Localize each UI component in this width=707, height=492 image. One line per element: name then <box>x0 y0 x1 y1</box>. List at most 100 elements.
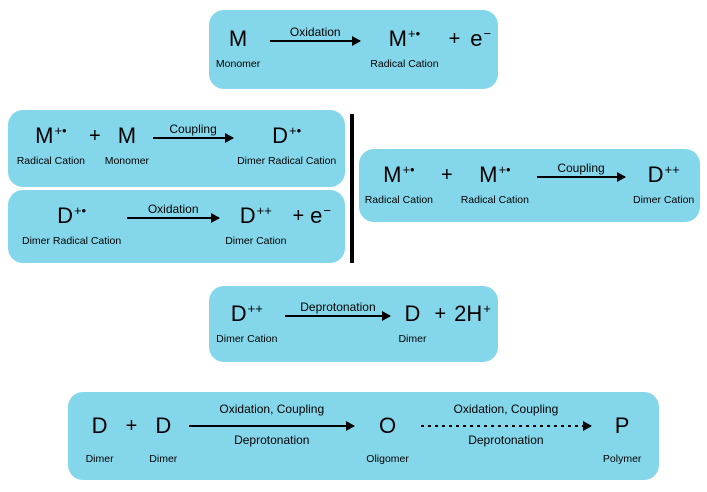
formula-base: e <box>310 203 323 228</box>
plus-sign: + <box>441 164 453 186</box>
species-label: Monomer <box>104 155 150 167</box>
species-label: Radical Cation <box>460 194 529 206</box>
arrow-label-bottom: Deprotonation <box>468 433 544 447</box>
formula-base: e <box>470 26 483 51</box>
species-formula: D <box>92 402 108 450</box>
formula-base: D <box>404 301 421 326</box>
species-formula: D <box>155 402 171 450</box>
formula-superscript: +• <box>54 123 67 138</box>
arrow-line <box>153 133 235 143</box>
species-formula: M+• <box>35 120 66 152</box>
species-term: D Dimer <box>149 402 177 465</box>
box-monomer-oxidation: M Monomer Oxidation M+• Radical Cation +… <box>209 10 498 89</box>
arrow-label-top: Oxidation, Coupling <box>453 402 559 416</box>
arrow-label: Oxidation <box>289 25 341 39</box>
plus-term: + <box>292 200 304 232</box>
arrow-label: Deprotonation <box>300 300 376 314</box>
species-term: M Monomer <box>216 23 260 70</box>
species-term: M Monomer <box>105 120 149 167</box>
plus-sign: + <box>125 415 138 437</box>
box-dimer-deprotonation: D++ Dimer Cation Deprotonation D Dimer +… <box>209 286 498 362</box>
species-term: P Polymer <box>603 402 642 465</box>
species-formula: D++ <box>648 159 680 191</box>
species-formula: M <box>118 120 136 152</box>
equation-row: D++ Dimer Cation Deprotonation D Dimer +… <box>216 298 491 362</box>
formula-superscript: +• <box>73 203 87 218</box>
formula-base: D <box>239 203 256 228</box>
species-label: Dimer Cation <box>633 194 695 206</box>
species-formula: M+• <box>383 159 414 191</box>
species-term: D Dimer <box>398 298 426 345</box>
reaction-arrow: Oxidation <box>270 23 362 46</box>
plus-sign: + <box>434 303 447 325</box>
plus-term: + <box>434 298 446 330</box>
formula-base: M <box>35 123 54 148</box>
box-radical-radical-coupling: M+• Radical Cation + M+• Radical Cation … <box>359 149 700 222</box>
formula-superscript: ++ <box>256 203 272 218</box>
formula-base: D <box>230 301 247 326</box>
box-oligomer-polymer: D Dimer + D Dimer Oxidation, Coupling De… <box>68 392 659 480</box>
reaction-arrow: Oxidation <box>127 200 221 223</box>
species-label: Dimer Radical Cation <box>21 235 122 247</box>
formula-base: M <box>117 123 137 148</box>
species-label: Dimer <box>149 453 178 465</box>
arrow-line <box>189 421 356 431</box>
species-term: M+• Radical Cation <box>370 23 438 70</box>
species-label: Dimer <box>398 333 427 345</box>
species-formula: D <box>404 298 420 330</box>
box-dimer-radical-oxidation: D+• Dimer Radical Cation Oxidation D++ D… <box>8 190 345 263</box>
species-formula: M+• <box>389 23 420 55</box>
formula-base: M <box>228 26 248 51</box>
formula-base: 2H <box>454 301 483 326</box>
species-label: Polymer <box>602 453 642 465</box>
formula-base: M <box>383 162 402 187</box>
species-term: D+• Dimer Radical Cation <box>22 200 121 247</box>
formula-base: D <box>91 413 108 438</box>
species-formula: O <box>379 402 396 450</box>
species-formula: M <box>229 23 247 55</box>
arrow-line <box>270 36 362 46</box>
formula-superscript: ++ <box>247 301 263 316</box>
equation-row: D Dimer + D Dimer Oxidation, Coupling De… <box>86 402 642 480</box>
arrow-label: Oxidation <box>147 202 199 216</box>
plus-term: + <box>89 120 101 152</box>
species-term: D++ Dimer Cation <box>633 159 694 206</box>
plus-sign: + <box>292 205 305 227</box>
species-label: Radical Cation <box>370 58 439 70</box>
formula-superscript: − <box>483 26 492 41</box>
species-term: M+• Radical Cation <box>365 159 433 206</box>
formula-base: D <box>57 203 73 228</box>
formula-superscript: ++ <box>664 162 680 177</box>
species-term: D++ Dimer Cation <box>216 298 277 345</box>
species-term: e− <box>310 200 331 232</box>
formula-base: M <box>388 26 407 51</box>
species-term: O Oligomer <box>366 402 409 465</box>
species-term: e− <box>470 23 491 55</box>
species-label: Dimer Cation <box>225 235 287 247</box>
species-label: Dimer <box>85 453 114 465</box>
formula-superscript: +• <box>408 26 421 41</box>
species-label: Radical Cation <box>364 194 434 206</box>
species-term: 2H+ <box>454 298 491 330</box>
species-formula: D++ <box>240 200 272 232</box>
species-label: Dimer Radical Cation <box>237 155 337 167</box>
species-label: Oligomer <box>366 453 409 465</box>
reaction-arrow: Coupling <box>537 159 626 182</box>
species-label: Monomer <box>215 58 261 70</box>
reaction-arrow: Deprotonation <box>285 298 392 321</box>
equation-row: D+• Dimer Radical Cation Oxidation D++ D… <box>22 200 331 263</box>
equation-row: M+• Radical Cation + M+• Radical Cation … <box>365 159 695 222</box>
box-radical-monomer-coupling: M+• Radical Cation + M Monomer Coupling … <box>8 110 345 187</box>
plus-term: + <box>126 402 138 450</box>
arrow-label: Coupling <box>557 161 605 175</box>
species-term: D Dimer <box>86 402 114 465</box>
species-term: D+• Dimer Radical Cation <box>237 120 336 167</box>
species-formula: D+• <box>57 200 86 232</box>
species-term: D++ Dimer Cation <box>225 200 286 247</box>
species-formula: D++ <box>231 298 263 330</box>
arrow-line <box>285 311 392 321</box>
arrow-label-bottom: Deprotonation <box>234 433 310 447</box>
species-formula: 2H+ <box>454 298 491 330</box>
formula-superscript: +• <box>289 123 302 138</box>
